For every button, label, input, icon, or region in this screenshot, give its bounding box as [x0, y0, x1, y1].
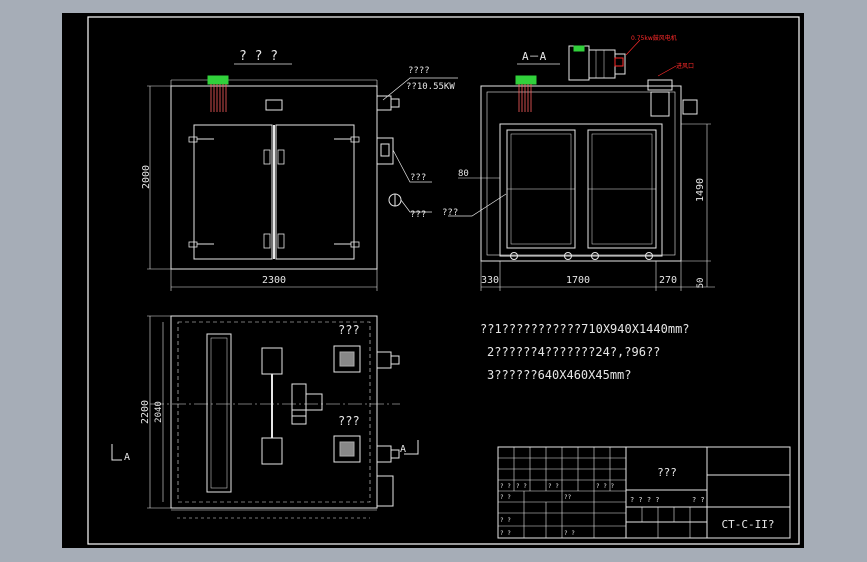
dim-2040: 2040	[154, 401, 164, 423]
section-title: A－A	[522, 50, 547, 63]
top-view-label-top: ???	[338, 323, 360, 337]
note-line-3: 3??????640X460X45mm?	[487, 368, 632, 382]
section-vent-pipes	[515, 45, 624, 112]
dim-270: 270	[659, 275, 677, 286]
tb-cell: ? ?	[516, 483, 527, 490]
front-vent-pipes	[207, 75, 229, 85]
tb-cell: ? ?	[692, 496, 705, 504]
tb-cell: ? ?	[500, 494, 511, 501]
drawing-border	[87, 16, 800, 545]
tb-cell: ? ? ?	[596, 483, 614, 490]
section-view	[448, 39, 715, 291]
dim-80: 80	[458, 169, 469, 179]
tb-cell: ? ?	[548, 483, 559, 490]
section-left-label: ???	[442, 208, 458, 218]
front-view	[147, 63, 458, 291]
tb-cell: ? ? ? ?	[630, 496, 660, 504]
dim-2200: 2200	[140, 400, 151, 424]
front-view-title: ? ? ?	[239, 49, 278, 64]
tb-cell: ? ?	[500, 517, 511, 524]
dim-1490: 1490	[695, 178, 706, 202]
front-side-label-1: ???	[410, 173, 426, 183]
blower-motor-label: 0.75kw鼓风电机	[631, 34, 677, 42]
front-side-label-2: ???	[410, 210, 426, 220]
top-view	[111, 315, 419, 519]
drawing-code: CT-C-II?	[722, 518, 775, 531]
section-mark-right: A	[400, 444, 406, 455]
motor-label-1: ????	[408, 66, 430, 76]
dim-height-2000: 2000	[141, 165, 152, 189]
front-vent-wires	[210, 84, 227, 112]
note-line-1: ??1???????????710X940X1440mm?	[480, 322, 690, 336]
dim-330: 330	[481, 275, 499, 286]
note-line-2: 2??????4???????24?,?96??	[487, 345, 660, 359]
drawing-background	[62, 13, 804, 548]
top-view-label-bottom: ???	[338, 414, 360, 428]
section-mark-left: A	[124, 452, 130, 463]
tb-cell: ??	[564, 494, 572, 501]
air-inlet-label: 进风口	[676, 62, 694, 70]
tb-cell: ? ?	[500, 483, 511, 490]
title-block	[497, 446, 791, 539]
drawing-name: ???	[657, 466, 677, 479]
dim-50: 50	[696, 278, 706, 289]
dim-1700: 1700	[566, 275, 590, 286]
tb-cell: ? ?	[500, 530, 511, 537]
tb-cell: ? ?	[564, 530, 575, 537]
dim-width-2300: 2300	[262, 275, 286, 286]
motor-label-2: ??10.55KW	[406, 82, 455, 92]
